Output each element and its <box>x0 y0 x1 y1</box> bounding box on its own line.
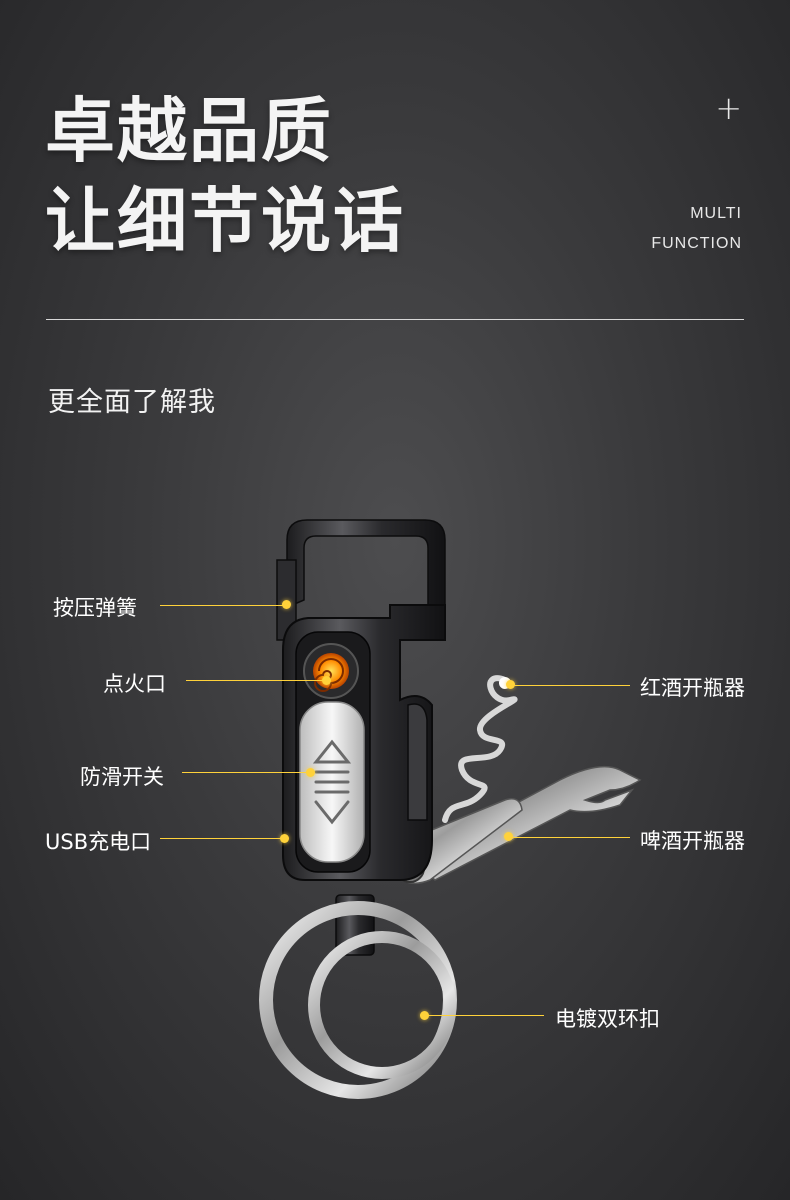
carabiner-clip <box>286 519 446 616</box>
slide-switch-arrow-icon <box>312 739 352 825</box>
headline-line-2: 让细节说话 <box>45 180 405 262</box>
callout-line-rings <box>424 1015 544 1016</box>
corkscrew <box>442 675 518 823</box>
callout-label-spring: 按压弹簧 <box>53 596 137 620</box>
callout-dot-usb <box>280 834 289 843</box>
callout-dot-rings <box>420 1011 429 1020</box>
header-divider <box>46 319 744 320</box>
callout-dot-wine <box>506 680 515 689</box>
callout-line-spring <box>160 605 286 606</box>
english-tag-line-2: FUNCTION <box>651 235 742 252</box>
callout-label-switch: 防滑开关 <box>80 765 164 789</box>
callout-line-switch <box>182 772 310 773</box>
callout-line-wine <box>510 685 630 686</box>
callout-dot-beer <box>504 832 513 841</box>
headline-line-1: 卓越品质 <box>45 90 333 172</box>
callout-dot-spring <box>282 600 291 609</box>
callout-label-wine: 红酒开瓶器 <box>640 676 745 700</box>
english-tag-line-1: MULTI <box>690 205 742 222</box>
section-subtitle: 更全面了解我 <box>48 387 216 418</box>
inner-ring <box>308 931 456 1079</box>
callout-dot-switch <box>306 768 315 777</box>
callout-label-usb: USB充电口 <box>45 830 152 854</box>
callout-line-ignition <box>186 680 326 681</box>
plus-icon: + <box>715 89 742 127</box>
callout-label-rings: 电镀双环扣 <box>555 1007 660 1031</box>
callout-label-beer: 啤酒开瓶器 <box>640 829 745 853</box>
callout-dot-ignition <box>322 676 331 685</box>
callout-label-ignition: 点火口 <box>103 672 166 696</box>
callout-line-beer <box>508 837 630 838</box>
callout-line-usb <box>160 838 284 839</box>
